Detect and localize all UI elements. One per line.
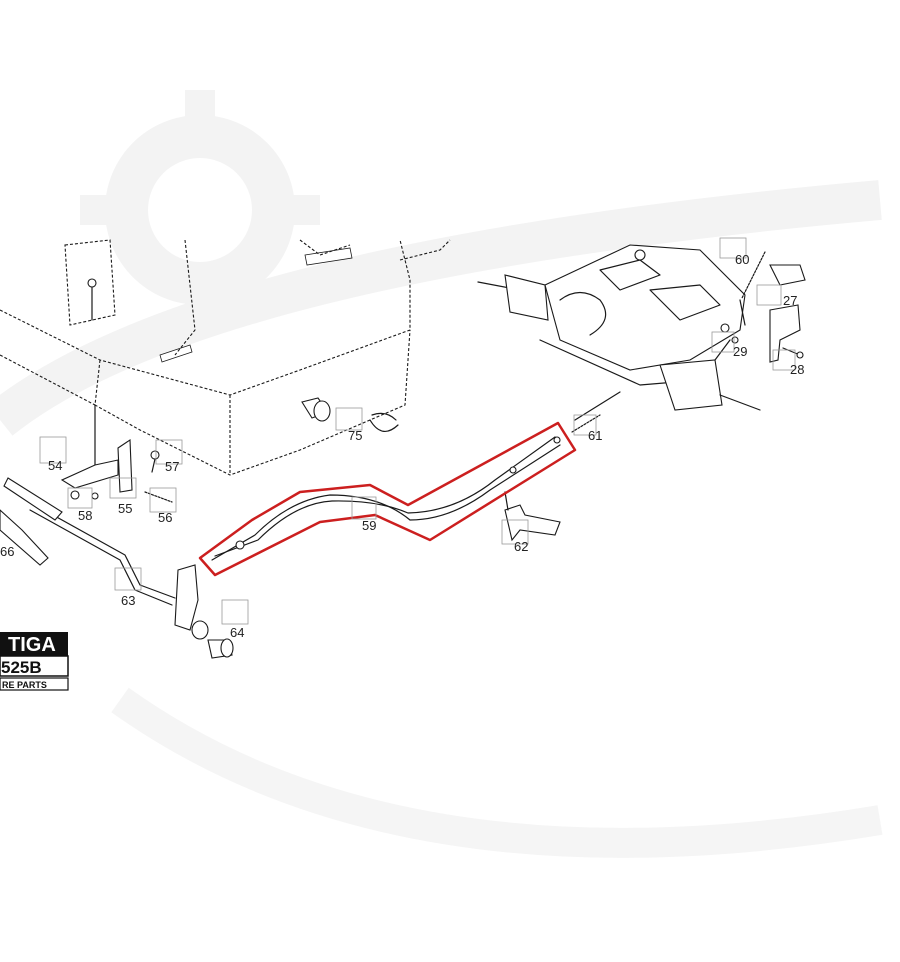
logo-brand: TIGA	[8, 634, 56, 656]
callout-59: 59	[351, 496, 376, 533]
part-28-bolt	[782, 347, 804, 359]
transaxle-assembly	[477, 244, 761, 421]
callout-28: 28	[772, 349, 804, 377]
callout-56: 56	[149, 487, 177, 525]
part-60-spring	[739, 251, 766, 326]
part-label-56: 56	[158, 510, 172, 525]
callout-57: 57	[155, 439, 183, 474]
chassis-cover	[0, 239, 451, 476]
part-label-62: 62	[514, 539, 528, 554]
part-label-54: 54	[48, 458, 62, 473]
part-63-pedal-rod	[29, 504, 199, 631]
part-label-27: 27	[783, 293, 797, 308]
callout-61: 61	[573, 414, 602, 443]
part-57-bolt	[150, 450, 160, 473]
highlight-outline	[198, 421, 577, 577]
part-label-63: 63	[121, 593, 135, 608]
part-75-bushing	[301, 397, 399, 432]
part-label-60: 60	[735, 252, 749, 267]
part-label-55: 55	[118, 501, 132, 516]
callout-75: 75	[335, 407, 362, 443]
part-label-64: 64	[230, 625, 244, 640]
callout-55: 55	[109, 477, 137, 516]
part-label-66: 66	[0, 544, 14, 559]
part-66-pedal	[0, 477, 63, 566]
part-55-bracket	[60, 438, 133, 493]
part-62-bracket	[504, 491, 561, 542]
callout-60: 60	[719, 237, 749, 267]
callout-27: 27	[756, 284, 797, 308]
part-label-57: 57	[165, 459, 179, 474]
callout-66: 66	[0, 544, 14, 559]
callout-54: 54	[39, 436, 67, 473]
part-27-bracket	[769, 264, 806, 363]
watermark-gear-icon	[0, 90, 883, 858]
part-label-59: 59	[362, 518, 376, 533]
part-label-58: 58	[78, 508, 92, 523]
callout-63: 63	[114, 567, 142, 608]
part-label-28: 28	[790, 362, 804, 377]
part-29-fastener	[731, 336, 739, 344]
part-56-spring	[144, 491, 173, 503]
part-label-29: 29	[733, 344, 747, 359]
callout-62: 62	[501, 519, 528, 554]
part-59-cable	[211, 436, 561, 561]
logo-model: 525B	[1, 658, 42, 677]
logo-subtitle: RE PARTS	[2, 680, 47, 690]
part-label-75: 75	[348, 428, 362, 443]
part-61-spring	[571, 414, 601, 433]
callout-58: 58	[67, 487, 92, 523]
callout-29: 29	[711, 331, 747, 359]
callout-64: 64	[221, 599, 249, 640]
part-58-nut	[70, 490, 99, 500]
part-label-61: 61	[588, 428, 602, 443]
part-64-bushing	[191, 620, 234, 659]
brand-logo: TIGA 525B RE PARTS	[0, 632, 69, 691]
